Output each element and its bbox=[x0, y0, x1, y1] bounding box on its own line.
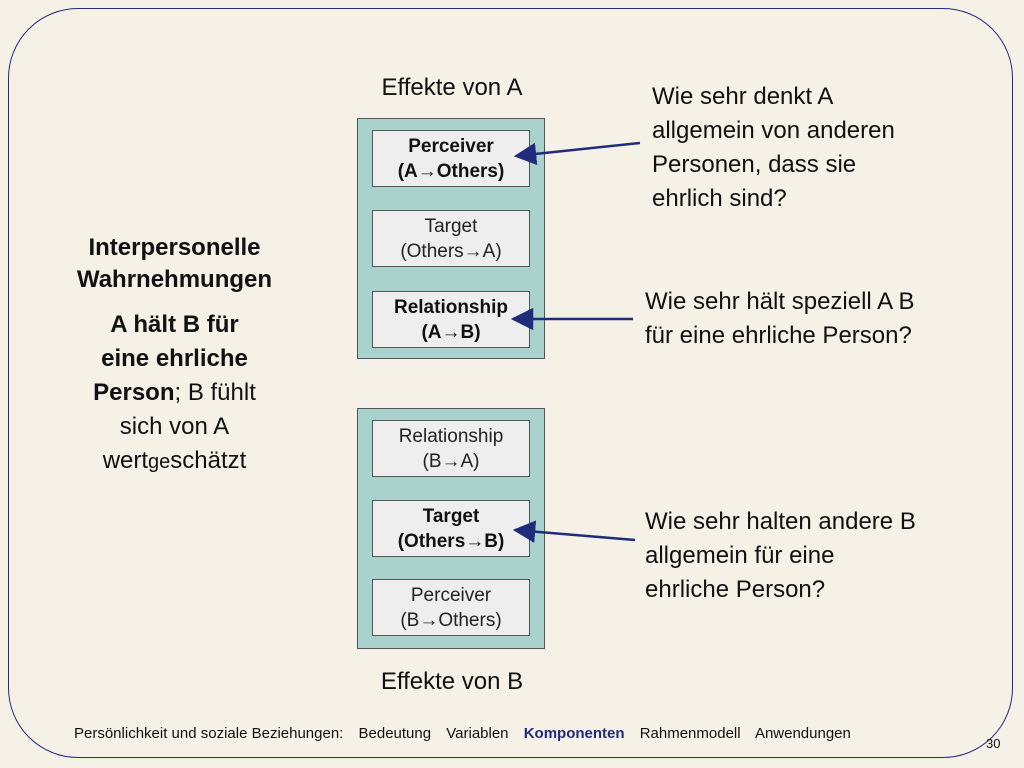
box-label: Perceiver bbox=[410, 584, 492, 606]
desc-line: wertgeschätzt bbox=[42, 444, 307, 479]
box-label: Target bbox=[424, 215, 478, 237]
box-label: Relationship bbox=[393, 296, 508, 318]
effects-b-column: Relationship (B→A) Target (Others→B) Per… bbox=[357, 408, 545, 649]
box-sublabel: (Others→B) bbox=[397, 530, 505, 552]
footer-link-anwendungen[interactable]: Anwendungen bbox=[754, 725, 851, 742]
arrow-to-perceiver-a bbox=[513, 141, 641, 166]
box-label: Relationship bbox=[398, 425, 504, 447]
perceiver-b-box: Perceiver (B→Others) bbox=[372, 579, 530, 636]
perceiver-a-box: Perceiver (A→Others) bbox=[372, 130, 530, 187]
footer-link-komponenten[interactable]: Komponenten bbox=[523, 725, 625, 742]
title-line: Wahrnehmungen bbox=[76, 266, 273, 293]
desc-line: eine ehrliche bbox=[101, 345, 248, 372]
question-line: für eine ehrliche Person? bbox=[645, 322, 912, 349]
desc-bold-word: Person bbox=[93, 379, 175, 406]
box-sublabel: (B→A) bbox=[422, 450, 480, 472]
question-line: Personen, dass sie bbox=[652, 151, 857, 178]
relationship-a-box: Relationship (A→B) bbox=[372, 291, 530, 348]
footer-link-variablen[interactable]: Variablen bbox=[446, 725, 509, 742]
box-sublabel: (B→Others) bbox=[400, 609, 502, 631]
relationship-b-box: Relationship (B→A) bbox=[372, 420, 530, 477]
interpersonal-perception-description: A hält B für eine ehrliche Person; B füh… bbox=[42, 308, 307, 479]
footer-link-bedeutung[interactable]: Bedeutung bbox=[358, 725, 432, 742]
box-label: Target bbox=[422, 505, 480, 527]
question-line: Wie sehr denkt A bbox=[652, 83, 834, 110]
effects-b-heading: Effekte von B bbox=[380, 668, 524, 695]
question-perceiver-a: Wie sehr denkt A allgemein von anderen P… bbox=[652, 80, 895, 216]
target-b-box: Target (Others→B) bbox=[372, 500, 530, 557]
box-label: Perceiver bbox=[408, 135, 494, 157]
footer-nav: Persönlichkeit und soziale Beziehungen: … bbox=[74, 725, 862, 742]
question-line: ehrliche Person? bbox=[645, 576, 826, 603]
footer-course-title: Persönlichkeit und soziale Beziehungen: bbox=[74, 725, 344, 742]
box-sublabel: (Others→A) bbox=[400, 240, 502, 262]
question-relationship-a: Wie sehr hält speziell A B für eine ehrl… bbox=[645, 285, 914, 353]
desc-rest: ; B fühlt bbox=[174, 379, 256, 406]
desc-part-small: ge bbox=[148, 451, 171, 473]
footer-link-rahmenmodell[interactable]: Rahmenmodell bbox=[639, 725, 741, 742]
desc-line: A hält B für bbox=[110, 311, 239, 338]
question-target-b: Wie sehr halten andere B allgemein für e… bbox=[645, 505, 916, 607]
page-number: 30 bbox=[986, 736, 1001, 751]
question-line: Wie sehr hält speziell A B bbox=[645, 288, 915, 315]
question-line: Wie sehr halten andere B bbox=[645, 508, 916, 535]
target-a-box: Target (Others→A) bbox=[372, 210, 530, 267]
slide-frame bbox=[8, 8, 1013, 758]
question-line: ehrlich sind? bbox=[652, 185, 787, 212]
box-sublabel: (A→Others) bbox=[397, 160, 505, 182]
effects-a-heading: Effekte von A bbox=[381, 74, 523, 101]
desc-line: sich von A bbox=[119, 413, 230, 440]
title-line: Interpersonelle bbox=[88, 234, 261, 261]
desc-part: wert bbox=[102, 447, 149, 474]
question-line: allgemein für eine bbox=[645, 542, 835, 569]
effects-a-column: Perceiver (A→Others) Target (Others→A) R… bbox=[357, 118, 545, 359]
desc-line: Person; B fühlt bbox=[42, 376, 307, 410]
box-sublabel: (A→B) bbox=[421, 321, 481, 343]
interpersonal-perception-title: Interpersonelle Wahrnehmungen bbox=[42, 232, 307, 296]
question-line: allgemein von anderen bbox=[652, 117, 895, 144]
arrow-to-target-b bbox=[512, 520, 636, 543]
desc-part: schätzt bbox=[170, 447, 247, 474]
